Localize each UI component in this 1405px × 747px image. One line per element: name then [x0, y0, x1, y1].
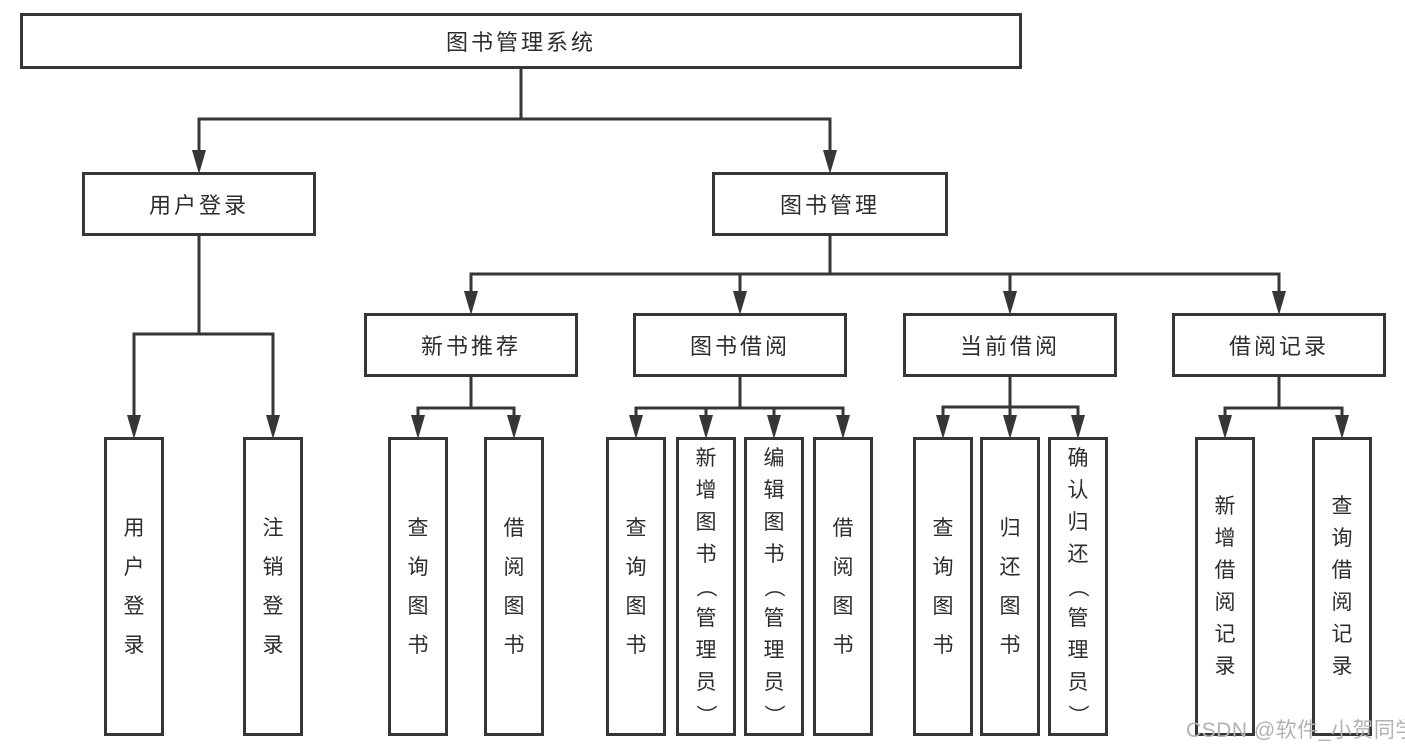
- node-leaf-current-query: 查询图书: [913, 437, 973, 736]
- node-leaf-newbook-borrow-label: 借阅图书: [503, 516, 525, 657]
- node-leaf-newbook-query-label: 查询图书: [407, 516, 429, 657]
- node-leaf-record-add: 新增借阅记录: [1195, 437, 1255, 736]
- node-user-login: 用户登录: [82, 172, 316, 236]
- node-borrow-records-label: 借阅记录: [1228, 334, 1329, 359]
- node-leaf-record-query: 查询借阅记录: [1312, 437, 1372, 736]
- node-leaf-newbook-borrow: 借阅图书: [484, 437, 544, 736]
- node-book-management: 图书管理: [712, 172, 948, 236]
- node-leaf-record-query-label: 查询借阅记录: [1331, 495, 1353, 678]
- node-leaf-borrow-edit-label: 编辑图书（管理员）: [762, 447, 786, 725]
- node-root: 图书管理系统: [20, 13, 1022, 69]
- node-borrow-records: 借阅记录: [1172, 313, 1386, 377]
- node-leaf-borrow-add: 新增图书（管理员）: [676, 437, 736, 736]
- node-leaf-borrow-query-label: 查询图书: [625, 516, 647, 657]
- node-leaf-current-return-label: 归还图书: [999, 516, 1021, 657]
- node-leaf-borrow-add-label: 新增图书（管理员）: [694, 447, 718, 725]
- node-leaf-current-confirm: 确认归还（管理员）: [1048, 437, 1108, 736]
- node-book-borrow: 图书借阅: [633, 313, 847, 377]
- watermark: CSDN @软件_小贺同学: [1186, 719, 1405, 742]
- node-leaf-logout: 注销登录: [243, 437, 303, 736]
- node-user-login-label: 用户登录: [148, 193, 249, 218]
- node-new-book-recommend-label: 新书推荐: [420, 334, 521, 359]
- node-current-borrow: 当前借阅: [903, 313, 1117, 377]
- node-book-management-label: 图书管理: [779, 193, 880, 218]
- node-leaf-current-return: 归还图书: [980, 437, 1040, 736]
- node-current-borrow-label: 当前借阅: [959, 334, 1060, 359]
- node-root-label: 图书管理系统: [445, 30, 596, 55]
- node-leaf-newbook-query: 查询图书: [388, 437, 448, 736]
- node-leaf-borrow-borrow-label: 借阅图书: [832, 516, 854, 657]
- node-leaf-borrow-edit: 编辑图书（管理员）: [744, 437, 804, 736]
- node-leaf-current-query-label: 查询图书: [932, 516, 954, 657]
- node-leaf-borrow-query: 查询图书: [606, 437, 666, 736]
- node-leaf-current-confirm-label: 确认归还（管理员）: [1066, 447, 1090, 725]
- node-leaf-user-login-label: 用户登录: [123, 516, 145, 657]
- node-book-borrow-label: 图书借阅: [689, 334, 790, 359]
- node-leaf-borrow-borrow: 借阅图书: [813, 437, 873, 736]
- node-leaf-user-login: 用户登录: [104, 437, 164, 736]
- node-leaf-logout-label: 注销登录: [262, 516, 284, 657]
- node-new-book-recommend: 新书推荐: [364, 313, 578, 377]
- node-leaf-record-add-label: 新增借阅记录: [1214, 495, 1236, 678]
